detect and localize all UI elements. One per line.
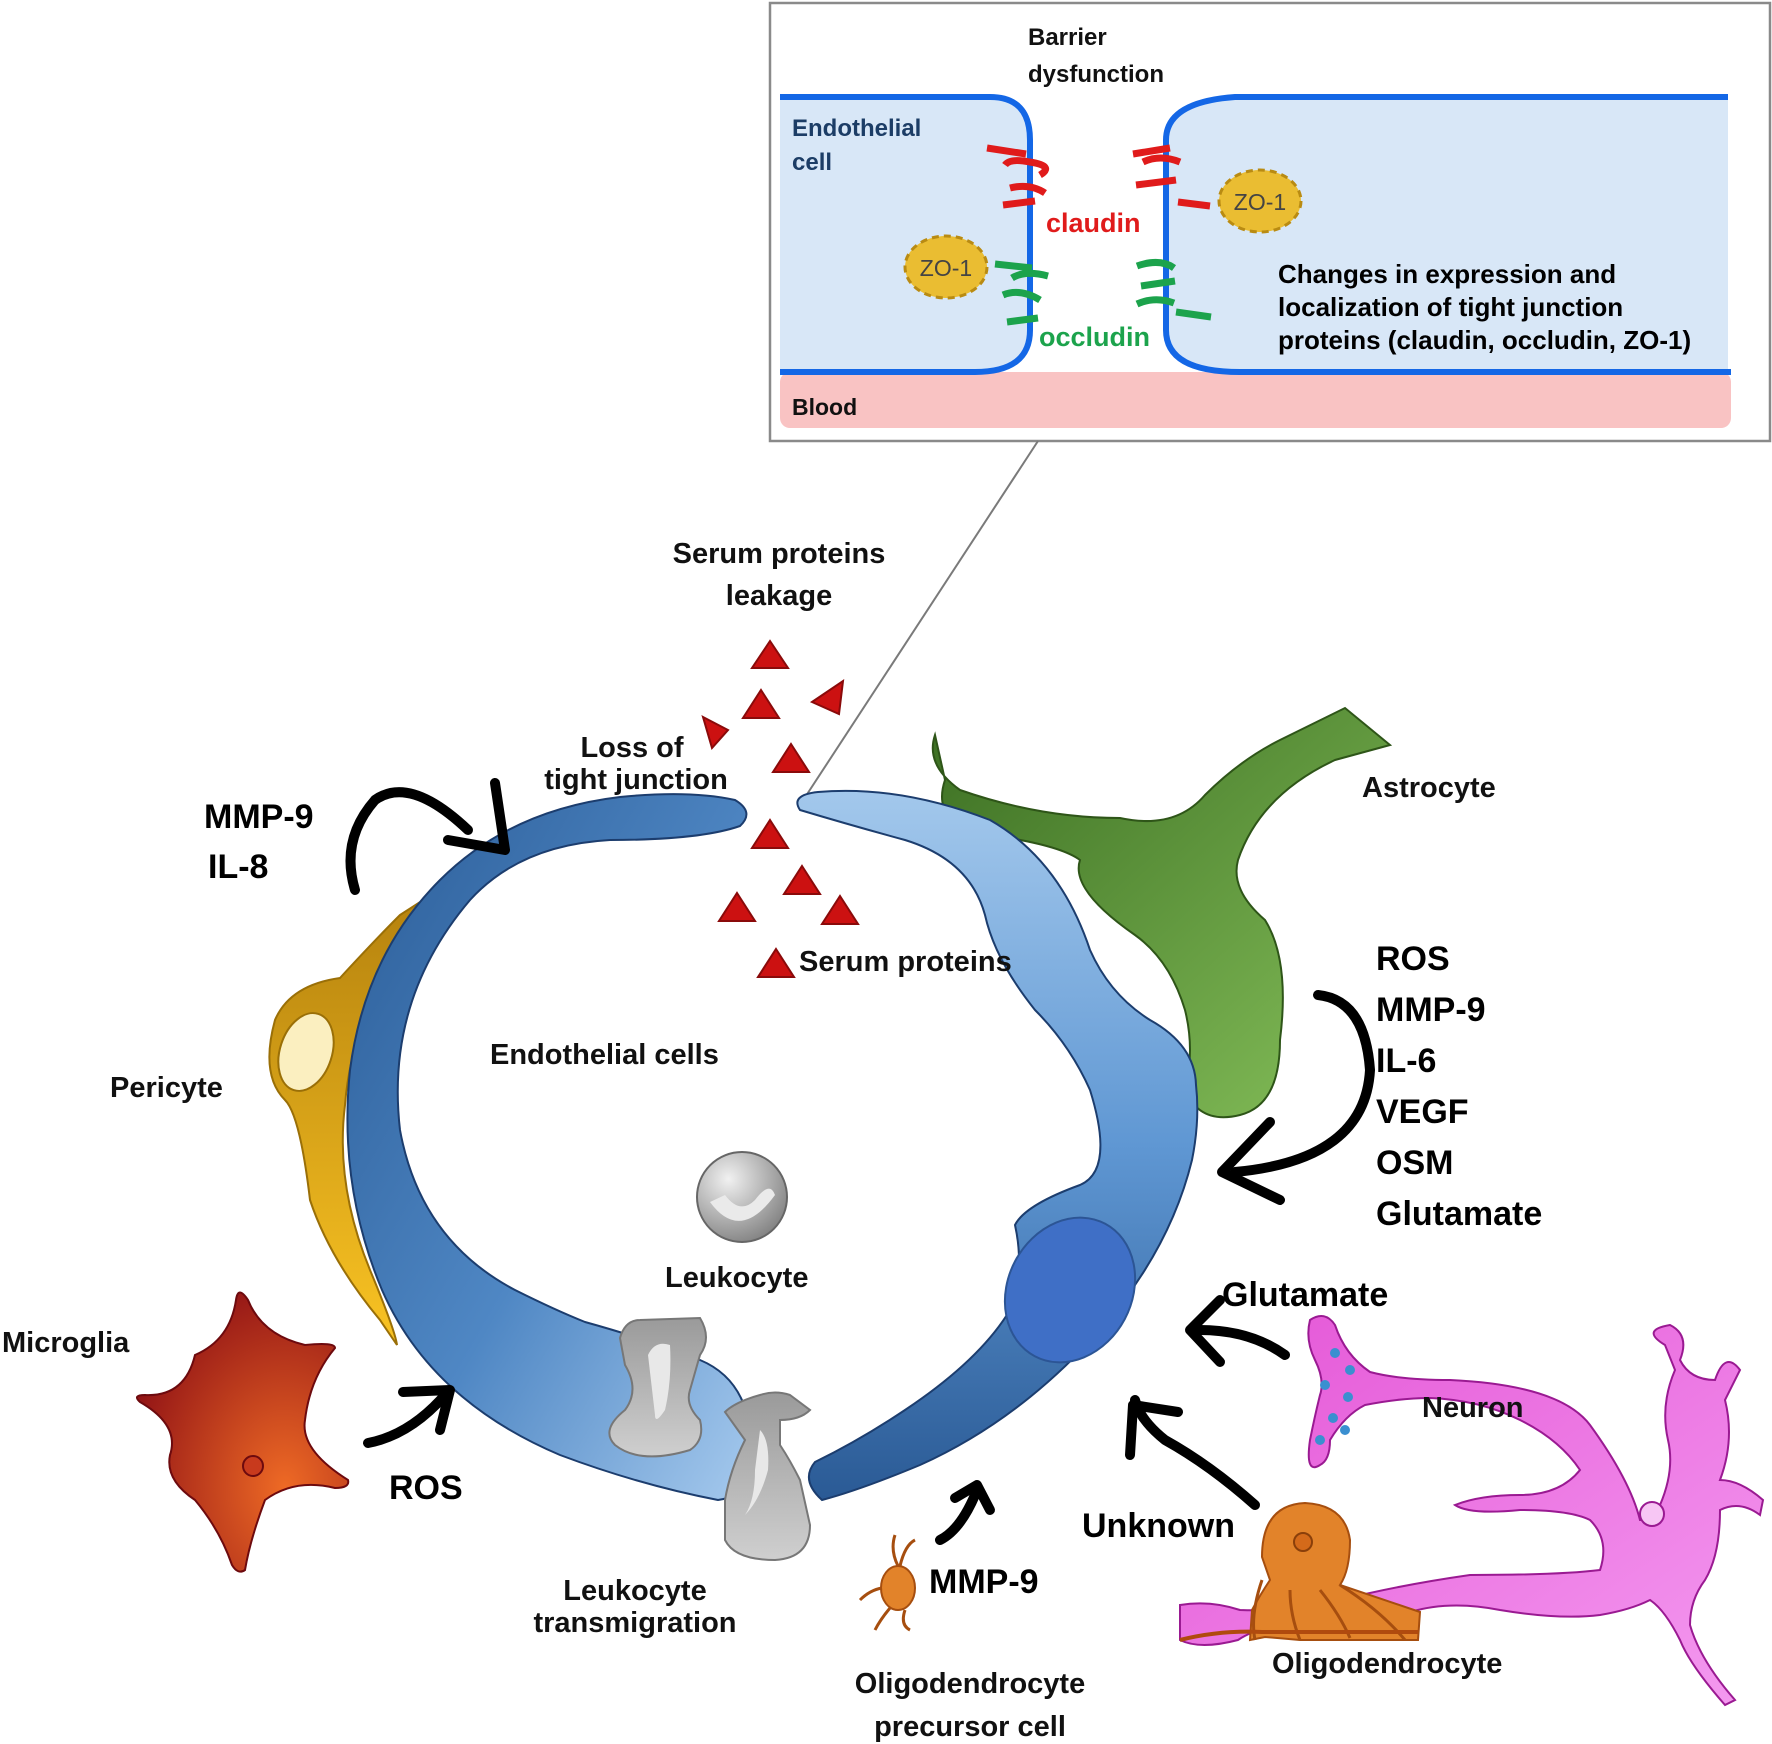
astrocyte-factor-2: IL-6 — [1376, 1042, 1436, 1080]
oligodendrocyte-label: Oligodendrocyte — [1272, 1648, 1502, 1680]
opc-factor: MMP-9 — [929, 1563, 1039, 1601]
claudin-label: claudin — [1046, 208, 1141, 238]
serum-protein-triangle — [809, 678, 845, 716]
right-membrane — [1163, 94, 1731, 375]
inset-title-line2: dysfunction — [1028, 61, 1164, 88]
inset-endothelial-line2: cell — [792, 149, 832, 176]
astrocyte-factor-4: OSM — [1376, 1144, 1453, 1182]
neuron-arrowhead — [1185, 1295, 1225, 1367]
oligodendrocyte-nucleus — [1293, 1532, 1313, 1552]
oligodendrocyte-arrowhead — [1125, 1400, 1183, 1460]
serum-protein-triangle — [771, 742, 811, 773]
astrocyte-factor-0: ROS — [1376, 940, 1450, 978]
serum-protein-triangle — [782, 864, 822, 895]
serum-protein-triangle — [750, 639, 790, 669]
serum-protein-triangle — [741, 688, 781, 719]
blood-region — [780, 372, 1731, 428]
vesicle-dots — [1315, 1348, 1355, 1445]
pericyte-nucleus — [277, 1012, 335, 1092]
astrocyte-factor-1: MMP-9 — [1376, 991, 1486, 1029]
claudin-strands-right — [1132, 144, 1211, 210]
leukocyte-label: Leukocyte — [665, 1262, 808, 1294]
inset-panel: ZO-1 ZO-1 Barrier dysfunction Endothelia… — [768, 1, 1772, 443]
left-membrane — [780, 94, 1033, 375]
astrocyte-factor-5: Glutamate — [1376, 1195, 1542, 1233]
microglia-cell — [135, 1291, 350, 1573]
endothelial-nucleus — [1003, 1216, 1137, 1364]
occludin-strands-right — [1135, 259, 1212, 321]
occludin-strands-left — [994, 260, 1049, 326]
inset-changes-line1: Changes in expression and — [1278, 259, 1616, 289]
serum-protein-triangle — [717, 891, 757, 922]
left-endothelial-cell — [780, 97, 1030, 372]
oligodendrocyte-factor: Unknown — [1082, 1507, 1235, 1545]
pericyte-arrowhead — [443, 778, 510, 855]
serum-protein-triangle — [750, 818, 790, 849]
right-endothelial-cell — [1166, 97, 1728, 372]
microglia-label: Microglia — [2, 1327, 130, 1359]
astrocyte-arrowhead — [1217, 1117, 1285, 1205]
leukocyte-nucleus — [710, 1188, 775, 1221]
pericyte-arrow — [345, 787, 473, 895]
neuron-cell — [1179, 1315, 1765, 1707]
microglia-arrow — [363, 1390, 450, 1448]
neuron-nucleus — [1639, 1501, 1665, 1527]
astrocyte-factor-3: VEGF — [1376, 1093, 1469, 1131]
transmigrating-leukocytes — [608, 1316, 812, 1562]
zo1-right-label: ZO-1 — [1234, 189, 1286, 215]
microglia-arrowhead — [398, 1385, 455, 1435]
opc-arrow — [935, 1490, 980, 1545]
inset-endothelial-line1: Endothelial — [792, 115, 921, 142]
inset-title-line1: Barrier — [1028, 24, 1107, 51]
opc-label-line2: precursor cell — [874, 1711, 1066, 1743]
astrocyte-arrow — [1230, 990, 1375, 1177]
serum-protein-triangles — [701, 639, 860, 978]
leuko-trans-label-line2: transmigration — [533, 1607, 736, 1639]
opc-label-line1: Oligodendrocyte — [855, 1668, 1085, 1700]
zo1-left-oval — [903, 234, 989, 300]
zo1-right-oval — [1217, 168, 1303, 234]
opc-arrowhead — [950, 1480, 995, 1515]
serum-protein-triangle — [820, 894, 860, 925]
serum-protein-triangle — [756, 947, 796, 978]
oligodendrocyte-cell — [1179, 1501, 1422, 1642]
neuron-label: Neuron — [1422, 1392, 1524, 1424]
occludin-label: occludin — [1039, 322, 1150, 352]
blood-label: Blood — [792, 394, 857, 420]
pericyte-factor-1: IL-8 — [208, 848, 268, 886]
serum-protein-triangle — [701, 715, 730, 751]
neuron-factor: Glutamate — [1222, 1276, 1388, 1314]
zoom-connector-line — [799, 440, 1039, 806]
serum-leak-label-line2: leakage — [726, 580, 832, 612]
inset-changes-line2: localization of tight junction — [1278, 292, 1623, 322]
astrocyte-cell — [931, 706, 1393, 1119]
pericyte-label: Pericyte — [110, 1072, 223, 1104]
loss-tj-label-line1: Loss of — [580, 732, 683, 764]
leukocyte-cell — [696, 1151, 788, 1243]
opc-cell — [858, 1534, 916, 1632]
microglia-nucleus — [242, 1455, 264, 1477]
claudin-strands-left — [986, 144, 1050, 209]
leuko-trans-label-line1: Leukocyte — [563, 1575, 706, 1607]
oligodendrocyte-arrow — [1130, 1395, 1260, 1510]
endothelial-cells-label: Endothelial cells — [490, 1039, 719, 1071]
astrocyte-label: Astrocyte — [1362, 772, 1496, 804]
serum-leak-label-line1: Serum proteins — [673, 538, 886, 570]
inset-changes-line3: proteins (claudin, occludin, ZO-1) — [1278, 325, 1691, 355]
pericyte-factor-0: MMP-9 — [204, 798, 314, 836]
microglia-factor: ROS — [389, 1469, 463, 1507]
serum-proteins-label: Serum proteins — [799, 946, 1012, 978]
neuron-arrow — [1195, 1325, 1290, 1360]
factor-arrows — [345, 778, 1375, 1545]
loss-tj-label-line2: tight junction — [544, 764, 728, 796]
zo1-left-label: ZO-1 — [920, 255, 972, 281]
